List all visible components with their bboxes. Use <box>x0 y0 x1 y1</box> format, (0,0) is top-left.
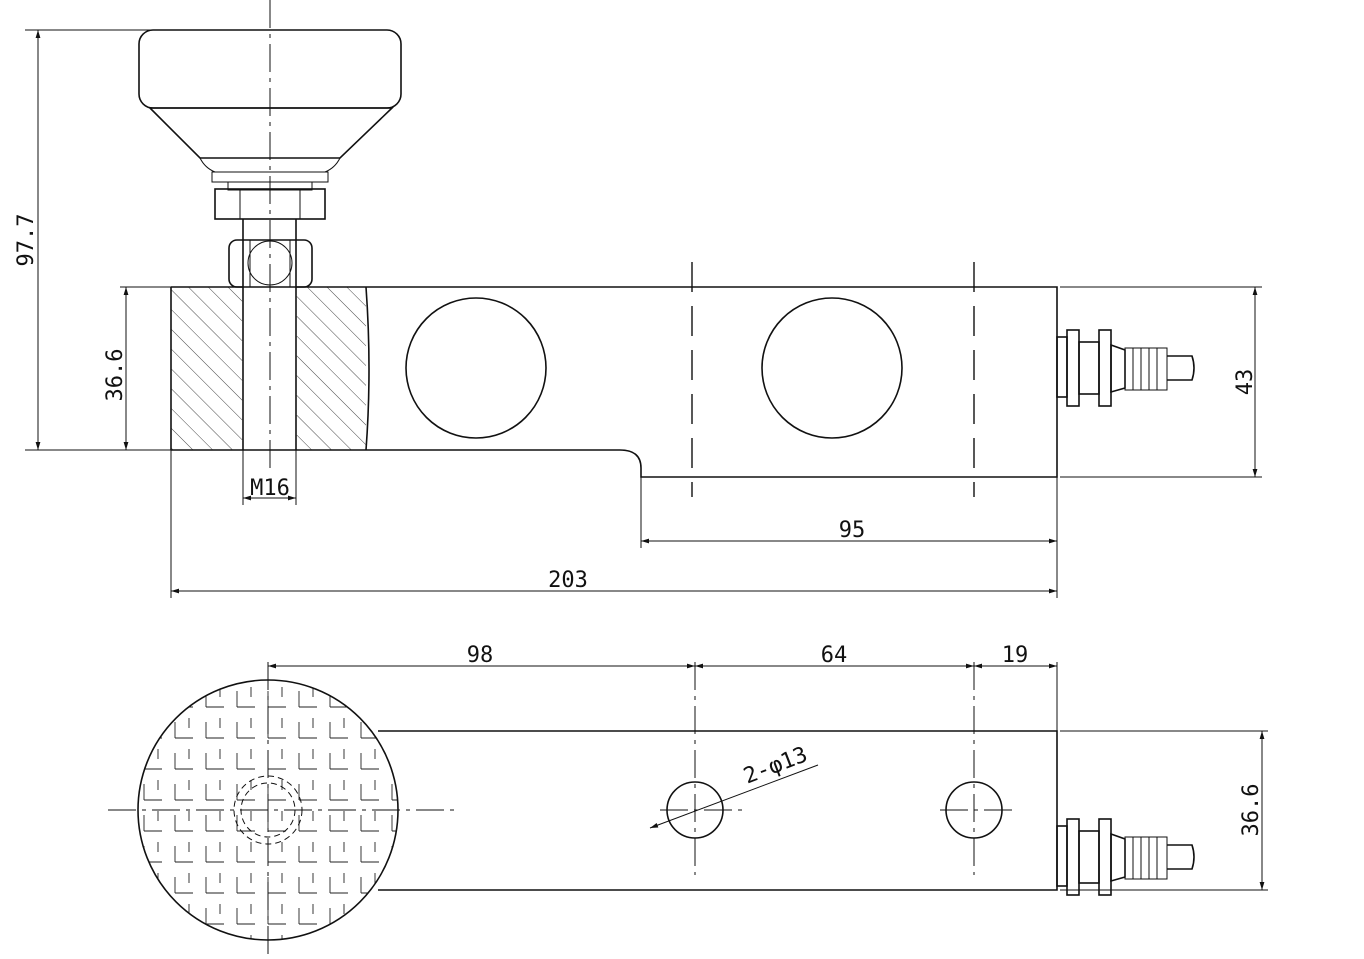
top-view <box>108 662 1195 959</box>
dim-total-height: 97.7 <box>14 214 39 267</box>
dim-overall-length: 203 <box>548 568 588 593</box>
foot-section <box>170 286 370 451</box>
foot-top <box>137 679 399 941</box>
dim-foot-height: 36.6 <box>103 349 128 402</box>
cable-connector-side <box>1056 329 1195 407</box>
dim-center-to-hole: 98 <box>467 643 494 668</box>
strain-hole-1 <box>405 297 547 439</box>
cable-connector-top <box>1056 818 1195 896</box>
beam-body-side <box>171 262 1058 497</box>
top-dimensions: 98 64 19 2-φ13 36.6 <box>268 643 1268 891</box>
dim-thread: M16 <box>250 476 290 501</box>
side-dimensions: 97.7 36.6 M16 43 95 203 <box>14 29 1262 598</box>
strain-hole-2 <box>761 297 903 439</box>
dim-width-top: 36.6 <box>1239 784 1264 837</box>
side-view <box>138 0 1195 497</box>
dim-hole-to-end: 19 <box>1002 643 1029 668</box>
dim-beam-height: 43 <box>1233 369 1258 396</box>
dim-hole-spacing: 64 <box>821 643 848 668</box>
dim-mount-span: 95 <box>839 518 866 543</box>
dim-hole-callout: 2-φ13 <box>740 742 811 789</box>
